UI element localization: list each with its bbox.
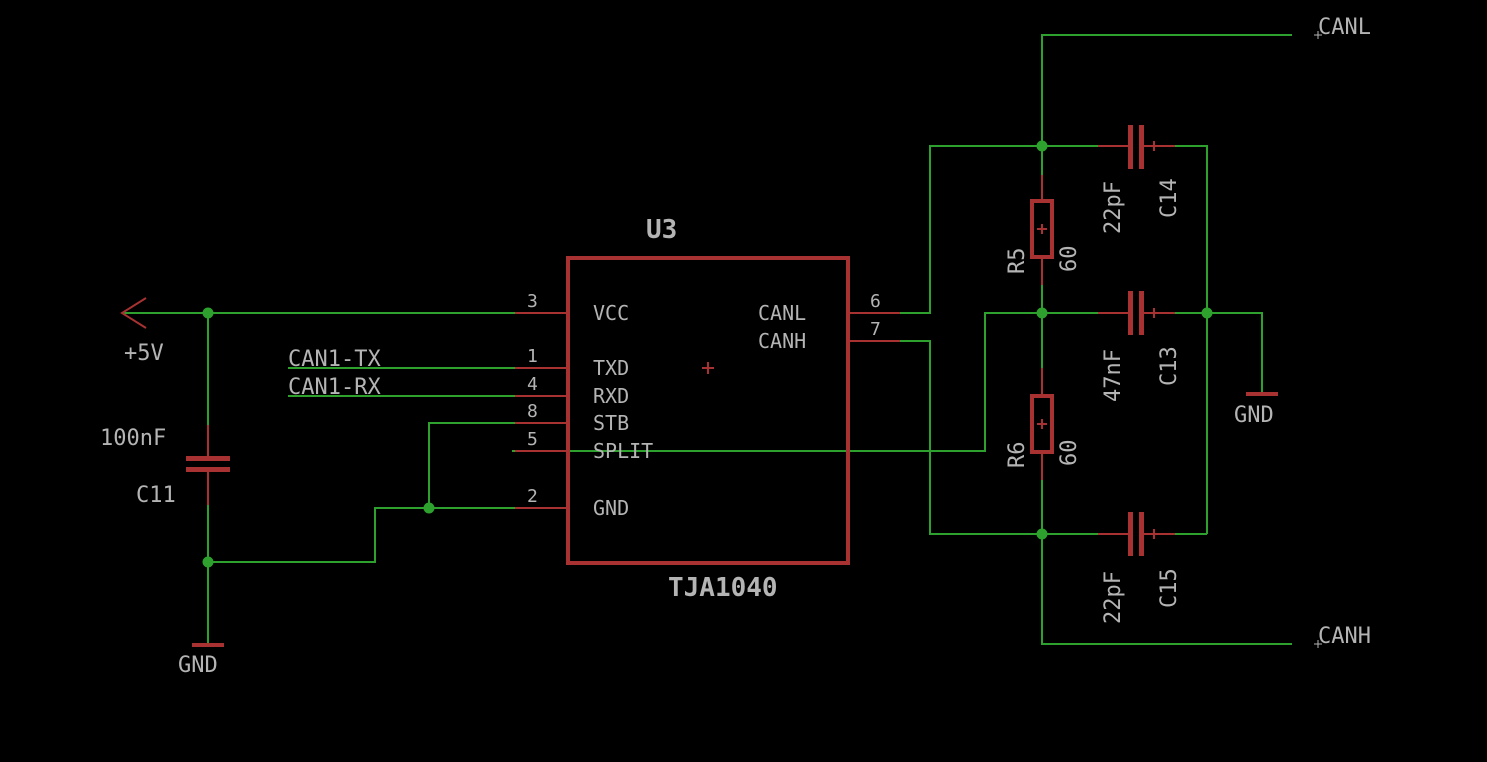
junction-dot: [1036, 307, 1048, 319]
r6-value: 60: [1057, 440, 1082, 467]
r6-ref: R6: [1005, 442, 1030, 469]
gnd-label: GND: [1234, 403, 1274, 428]
capacitor-c15: 22pF C15: [1098, 512, 1182, 624]
pin-number: 3: [527, 291, 538, 312]
net-labels-right: CANL CANH: [1314, 15, 1371, 649]
resistor-body: [1030, 394, 1054, 454]
chip-body: [566, 256, 850, 565]
cap-plate: [1139, 291, 1144, 335]
wires: [122, 34, 1292, 645]
chip-ref-label: U3: [646, 215, 677, 245]
pin-number: 4: [527, 374, 538, 395]
cap-plate: [1139, 512, 1144, 556]
cap-plate: [1128, 291, 1133, 335]
supply-label: +5V: [124, 341, 164, 366]
wire-canl: [900, 145, 1042, 314]
capacitor-c13: 47nF C13: [1098, 291, 1182, 402]
junction-dot: [202, 307, 214, 319]
wire-split: [512, 312, 1042, 452]
r5-value: 60: [1057, 246, 1082, 273]
pin-name: VCC: [593, 301, 629, 325]
capacitor-c11: 100nF C11: [100, 425, 230, 508]
pin-name: SPLIT: [593, 439, 653, 463]
wire-c13-right: [1175, 312, 1263, 393]
pin-number: 7: [870, 319, 881, 340]
pin-name: STB: [593, 411, 629, 435]
pin-number: 6: [870, 291, 881, 312]
c14-value: 22pF: [1101, 181, 1126, 234]
cap-plate: [1128, 125, 1133, 169]
net-labels-left: CAN1-TX CAN1-RX: [288, 347, 381, 400]
junction-dot: [1036, 528, 1048, 540]
cap-plate: [1128, 512, 1133, 556]
pin-name: GND: [593, 496, 629, 520]
chip-value-label: TJA1040: [668, 573, 778, 603]
pin-name: TXD: [593, 356, 629, 380]
gnd-right: GND: [1234, 392, 1278, 428]
wire-canh-out: [1041, 534, 1292, 645]
resistor-r5: R5 60: [1005, 175, 1082, 285]
net-label-canh: CANH: [1318, 624, 1371, 649]
junction-dot: [423, 502, 435, 514]
pin-name: CANH: [758, 329, 806, 353]
pin-number: 1: [527, 346, 538, 367]
wire-stb: [428, 422, 515, 508]
pin-number: 2: [527, 486, 538, 507]
c15-ref: C15: [1157, 568, 1182, 608]
wire-canl-out: [1041, 34, 1292, 146]
junction-dot: [202, 556, 214, 568]
c14-ref: C14: [1157, 178, 1182, 218]
cap-plate: [186, 456, 230, 461]
resistor-body: [1030, 199, 1054, 259]
cap-plate: [1139, 125, 1144, 169]
chip-u3: U3 TJA1040 3 1 4 8 5 2 VCC TXD RXD STB S…: [515, 215, 900, 603]
c11-value: 100nF: [100, 426, 166, 451]
supply-arrow-icon: [120, 297, 147, 329]
capacitor-c14: 22pF C14: [1098, 125, 1182, 234]
junction-dot: [1201, 307, 1213, 319]
net-label-canl: CANL: [1318, 15, 1371, 40]
c13-ref: C13: [1157, 346, 1182, 386]
supply-5v: +5V: [120, 297, 164, 366]
c11-ref: C11: [136, 483, 176, 508]
gnd-left: GND: [178, 643, 224, 678]
resistor-r6: R6 60: [1005, 368, 1082, 480]
c15-value: 22pF: [1101, 571, 1126, 624]
wire-canh: [900, 340, 1042, 535]
junction-dot: [1036, 140, 1048, 152]
wire-c14-right: [1175, 145, 1208, 534]
net-label-tx: CAN1-TX: [288, 347, 381, 372]
pin-number: 8: [527, 401, 538, 422]
net-label-rx: CAN1-RX: [288, 375, 381, 400]
pin-name: CANL: [758, 301, 806, 325]
wire-gnd-tie: [208, 507, 515, 563]
pin-name: RXD: [593, 384, 629, 408]
c13-value: 47nF: [1101, 349, 1126, 402]
pin-number: 5: [527, 429, 538, 450]
junctions: [202, 140, 1213, 568]
r5-ref: R5: [1005, 248, 1030, 275]
cap-plate: [186, 467, 230, 472]
gnd-label: GND: [178, 653, 218, 678]
